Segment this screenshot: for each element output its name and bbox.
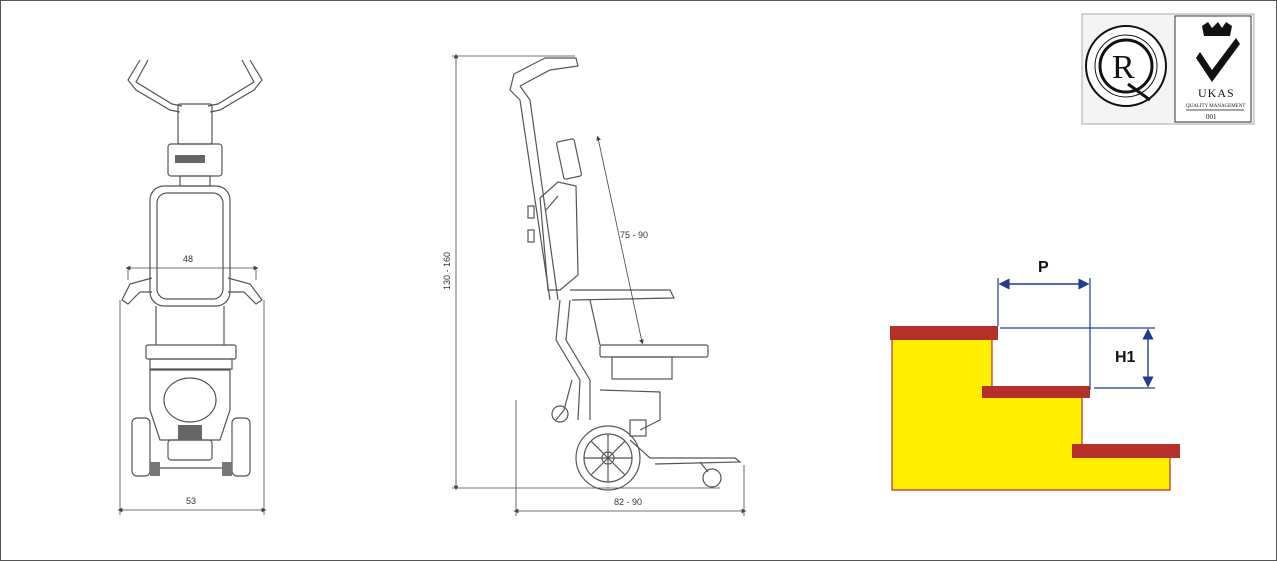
front-view-drawing xyxy=(121,59,263,477)
side-backrest-dimension-label: 75 - 90 xyxy=(620,230,648,240)
riser-label: H1 xyxy=(1115,349,1136,366)
front-armrest-dimension-label: 48 xyxy=(183,254,193,264)
side-height-dimension-label: 130 - 160 xyxy=(442,252,452,290)
ukas-logo: UKAS QUALITY MANAGEMENT 001 xyxy=(1186,22,1245,121)
ukas-sub-label: QUALITY MANAGEMENT xyxy=(1186,104,1245,109)
certification-logos: R UKAS QUALITY MANAGEMENT 001 xyxy=(1081,13,1255,125)
lrqa-letter: R xyxy=(1112,49,1135,86)
ukas-number: 001 xyxy=(1206,113,1217,121)
front-width-dimension-label: 53 xyxy=(186,496,196,506)
tread-label: P xyxy=(1038,259,1049,276)
side-view-dimensions xyxy=(452,53,747,516)
stair-nose-top xyxy=(890,326,998,340)
side-length-dimension-label: 82 - 90 xyxy=(614,497,642,507)
stair-diagram xyxy=(890,278,1180,491)
lrqa-seal-logo: R xyxy=(1085,25,1167,107)
ukas-label: UKAS xyxy=(1198,86,1235,100)
front-view-dimensions xyxy=(117,265,267,515)
side-view-drawing xyxy=(509,57,742,491)
crown-icon xyxy=(1202,22,1232,36)
stair-nose-middle xyxy=(982,386,1090,398)
checkmark-icon xyxy=(1196,38,1240,82)
stair-nose-bottom xyxy=(1072,444,1180,458)
